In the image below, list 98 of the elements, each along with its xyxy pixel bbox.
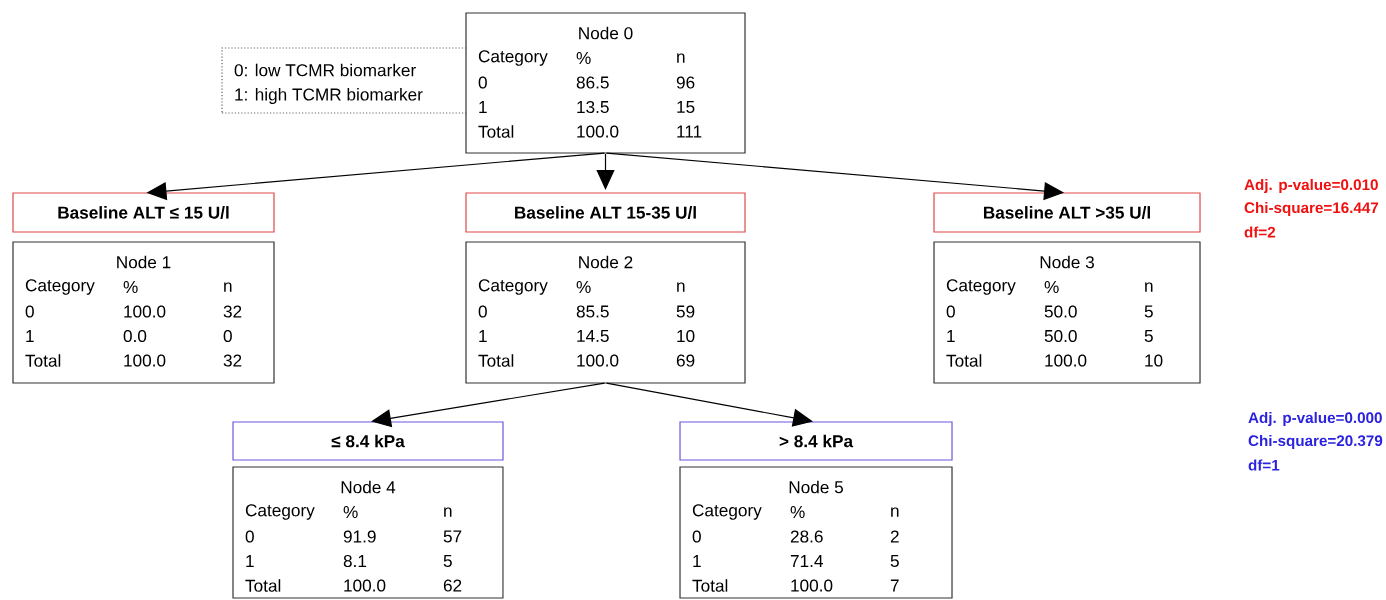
table-value: Total	[946, 354, 982, 367]
node-title: Node 5	[789, 480, 843, 494]
table-value: 5	[1144, 330, 1153, 342]
statistics-text: Chi-square=16.447	[1244, 201, 1379, 217]
table-value: 10	[677, 329, 695, 343]
table-header: %	[576, 52, 591, 64]
table-value: 7	[890, 579, 899, 592]
table-value: Total	[245, 579, 281, 592]
table-value: 15	[677, 101, 695, 113]
table-header: Category	[946, 279, 1016, 295]
table-value: 86.5	[576, 76, 609, 89]
table-header: %	[790, 506, 805, 518]
table-value: 0	[692, 530, 701, 543]
table-value: 111	[677, 125, 702, 138]
table-value: 2	[890, 530, 899, 543]
table-value: 0	[946, 305, 955, 318]
table-value: 85.5	[576, 305, 609, 318]
table-value: 0	[478, 305, 487, 318]
table-value: 14.5	[577, 330, 609, 342]
legend-box: 0: low TCMR biomarker 1: high TCMR biomarker	[221, 47, 471, 114]
table-value: 32	[223, 305, 242, 318]
statistics-text: Chi-square=20.379	[1248, 434, 1383, 450]
node-title: Node 0	[579, 26, 633, 40]
table-header: Category	[245, 504, 315, 520]
table-value: 1	[693, 555, 701, 567]
table-value: 0	[25, 305, 34, 318]
statistics-text: df=1	[1248, 459, 1280, 471]
table-header: n	[891, 507, 899, 517]
table-value: Total	[478, 125, 514, 138]
table-value: 5	[1144, 305, 1153, 318]
table-value: 10	[1145, 354, 1163, 367]
table-header: Category	[25, 279, 95, 295]
table-header: Category	[478, 50, 548, 66]
table-header: n	[677, 282, 685, 292]
split-condition-box: Baseline ALT 15-35 U/l	[465, 192, 746, 233]
arrow	[596, 153, 615, 190]
tree-node-box	[232, 466, 504, 599]
tree-node-box	[465, 12, 746, 154]
table-header: %	[576, 281, 591, 293]
table-value: 28.6	[790, 530, 823, 543]
table-value: 1	[246, 555, 254, 567]
table-value: 91.9	[343, 530, 376, 543]
table-value: 1	[479, 101, 487, 113]
table-value: 5	[443, 555, 452, 567]
table-value: 100.0	[124, 305, 166, 318]
table-value: 0	[223, 329, 232, 343]
arrow	[371, 382, 606, 428]
node-title: Node 3	[1040, 255, 1094, 269]
table-header: n	[444, 507, 452, 517]
table-value: 13.5	[577, 100, 609, 114]
table-value: 62	[443, 579, 462, 592]
table-value: 50.0	[1044, 329, 1077, 343]
table-header: %	[123, 281, 138, 293]
table-header: %	[1044, 281, 1059, 293]
table-value: 0	[245, 530, 254, 543]
table-value: 100.0	[791, 579, 833, 592]
table-value: 71.4	[790, 555, 823, 567]
table-header: %	[343, 506, 358, 518]
table-header: n	[1145, 282, 1153, 292]
table-value: 100.0	[1045, 354, 1087, 367]
table-value: 1	[26, 330, 34, 342]
table-value: 100.0	[344, 579, 386, 592]
table-value: 96	[676, 76, 695, 89]
table-value: 100.0	[577, 354, 619, 367]
split-condition-box: ≤ 8.4 kPa	[232, 421, 504, 461]
table-value: 1	[947, 330, 955, 342]
node-title: Node 1	[117, 255, 171, 269]
table-value: Total	[478, 354, 514, 367]
table-value: 8.1	[343, 554, 367, 568]
table-header: Category	[478, 279, 548, 295]
table-value: 57	[443, 530, 462, 543]
table-value: Total	[692, 579, 728, 592]
statistics-text: Adj. p-value=0.000	[1248, 411, 1382, 427]
table-value: 0.0	[123, 329, 147, 343]
table-value: 0	[478, 76, 487, 89]
node-title: Node 2	[579, 255, 633, 269]
table-value: 5	[890, 555, 899, 567]
table-header: Category	[692, 504, 762, 520]
table-value: 1	[479, 330, 487, 342]
table-value: 32	[223, 354, 242, 367]
table-value: 100.0	[124, 354, 166, 367]
tree-node-box	[465, 241, 746, 384]
split-condition-box: Baseline ALT ≤ 15 U/l	[12, 192, 275, 233]
table-header: n	[224, 282, 232, 292]
table-value: Total	[25, 354, 61, 367]
tree-node-box	[933, 241, 1201, 384]
split-condition-box: Baseline ALT >35 U/l	[933, 192, 1201, 233]
table-value: 59	[676, 305, 695, 318]
statistics-text: df=2	[1244, 226, 1276, 238]
statistics-text: Adj. p-value=0.010	[1244, 178, 1378, 194]
table-value: 50.0	[1044, 305, 1077, 318]
table-value: 69	[676, 354, 695, 367]
tree-node-box	[12, 241, 275, 384]
table-value: 100.0	[577, 125, 619, 138]
node-title: Node 4	[341, 480, 396, 494]
tree-node-box	[679, 466, 953, 599]
table-header: n	[677, 53, 685, 63]
split-condition-box: > 8.4 kPa	[679, 421, 953, 461]
